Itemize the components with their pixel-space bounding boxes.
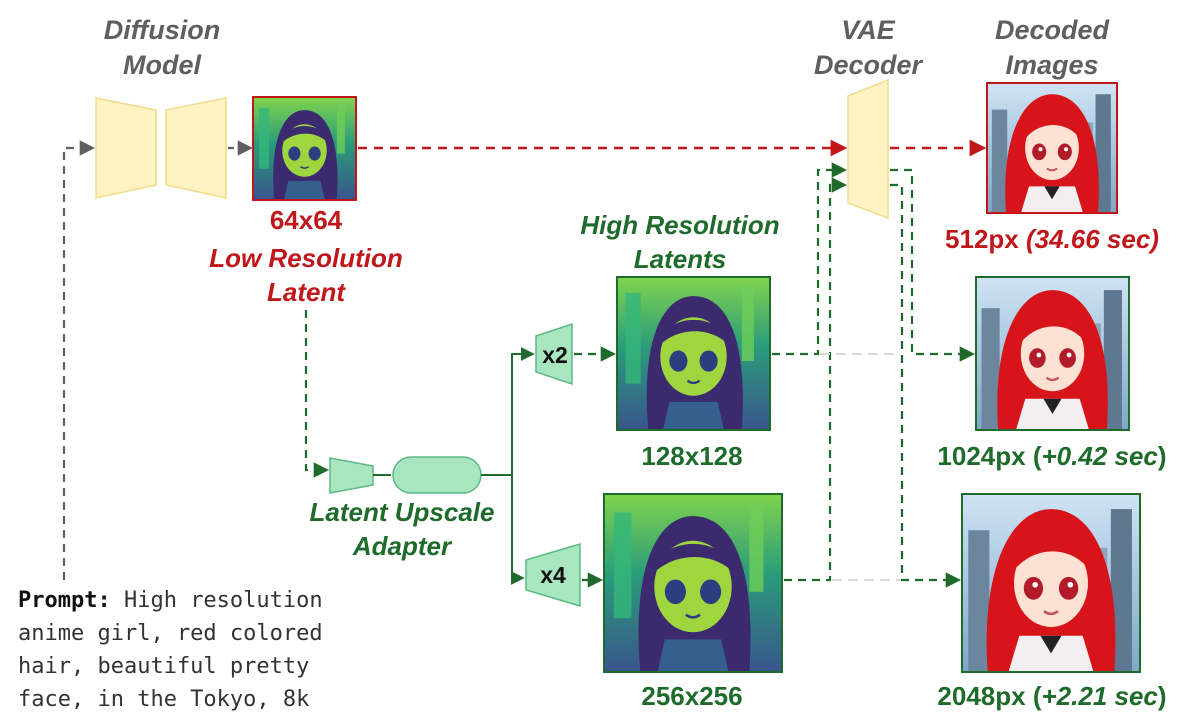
header-line: Decoded [995, 15, 1110, 45]
output-res: 1024px ( [937, 441, 1041, 471]
decoded-512-image [988, 84, 1116, 212]
diffusion-model-header: Diffusion Model [104, 15, 221, 80]
low-res-latent-image [254, 98, 355, 199]
output-512-label: 512px (34.66 sec) [945, 224, 1159, 254]
adapter-encoder-block [329, 457, 374, 494]
vae-decoder-header: VAE Decoder [814, 15, 924, 80]
output-1024-label: 1024px (+0.42 sec) [937, 441, 1166, 471]
low-res-size-label: 64x64 [270, 205, 343, 235]
header-line: Diffusion [104, 15, 221, 45]
prompt-line: hair, beautiful pretty [18, 654, 309, 679]
output-time: (34.66 sec) [1026, 224, 1159, 254]
prompt-line: Prompt: High resolution [18, 588, 323, 613]
latent-128-size-label: 128x128 [641, 441, 742, 471]
latent-256-frame [603, 493, 783, 673]
high-res-label-line: High Resolution [580, 210, 779, 240]
vae-to-2048-arrow [890, 183, 962, 588]
decoded-1024-frame [975, 276, 1130, 431]
x4-head-block [525, 542, 581, 608]
decoded-512-frame [986, 82, 1118, 214]
latent-256-image [605, 495, 781, 671]
header-line: Model [123, 50, 201, 80]
header-line: VAE [841, 15, 896, 45]
adapter-core-block [392, 456, 482, 494]
header-line: Decoder [814, 50, 924, 80]
adapter-to-x4-arrow [510, 475, 525, 585]
decoded-1024-image [977, 278, 1128, 429]
output-time: +0.42 sec [1042, 441, 1159, 471]
prompt-line: anime girl, red colored [18, 621, 323, 646]
output-time: +2.21 sec [1042, 681, 1159, 711]
prompt-text-block: Prompt: High resolution anime girl, red … [18, 588, 323, 712]
x4-label: x4 [540, 562, 566, 588]
output-2048-label: 2048px (+2.21 sec) [937, 681, 1166, 711]
vae-decoder-block [847, 78, 889, 220]
decoded-images-header: Decoded Images [995, 15, 1110, 80]
latent-to-adapter-arrow [304, 310, 330, 478]
latent-256-size-label: 256x256 [641, 681, 742, 711]
decoded-2048-image [963, 495, 1139, 671]
x2-head-block [535, 322, 573, 386]
output-close: ) [1158, 681, 1167, 711]
output-res: 2048px ( [937, 681, 1041, 711]
adapter-to-x2-arrow [481, 347, 535, 476]
output-res: 512px [945, 224, 1026, 254]
unet-encoder-block [95, 97, 157, 199]
vae-to-1024-arrow [890, 168, 976, 362]
connectors [62, 139, 987, 588]
prompt-label: Prompt: [18, 588, 111, 613]
prompt-line: face, in the Tokyo, 8k [18, 687, 309, 712]
latent-128-image [618, 278, 769, 429]
prompt-line-text: High resolution [111, 588, 323, 613]
prompt-arrow [62, 140, 96, 580]
latent128-to-vae-arrow [772, 162, 848, 356]
x2-label: x2 [542, 342, 568, 368]
latent-128-frame [616, 276, 771, 431]
high-res-label-line: Latents [634, 244, 726, 274]
output-close: ) [1158, 441, 1167, 471]
adapter-label-line: Adapter [352, 531, 453, 561]
adapter-label-line: Latent Upscale [310, 497, 495, 527]
low-res-label-line: Low Resolution [209, 243, 403, 273]
header-line: Images [1005, 50, 1098, 80]
low-res-label-line: Latent [267, 277, 346, 307]
latent256-to-vae-arrow [784, 177, 848, 582]
unet-decoder-block [165, 97, 227, 199]
decoded-2048-frame [961, 493, 1141, 673]
